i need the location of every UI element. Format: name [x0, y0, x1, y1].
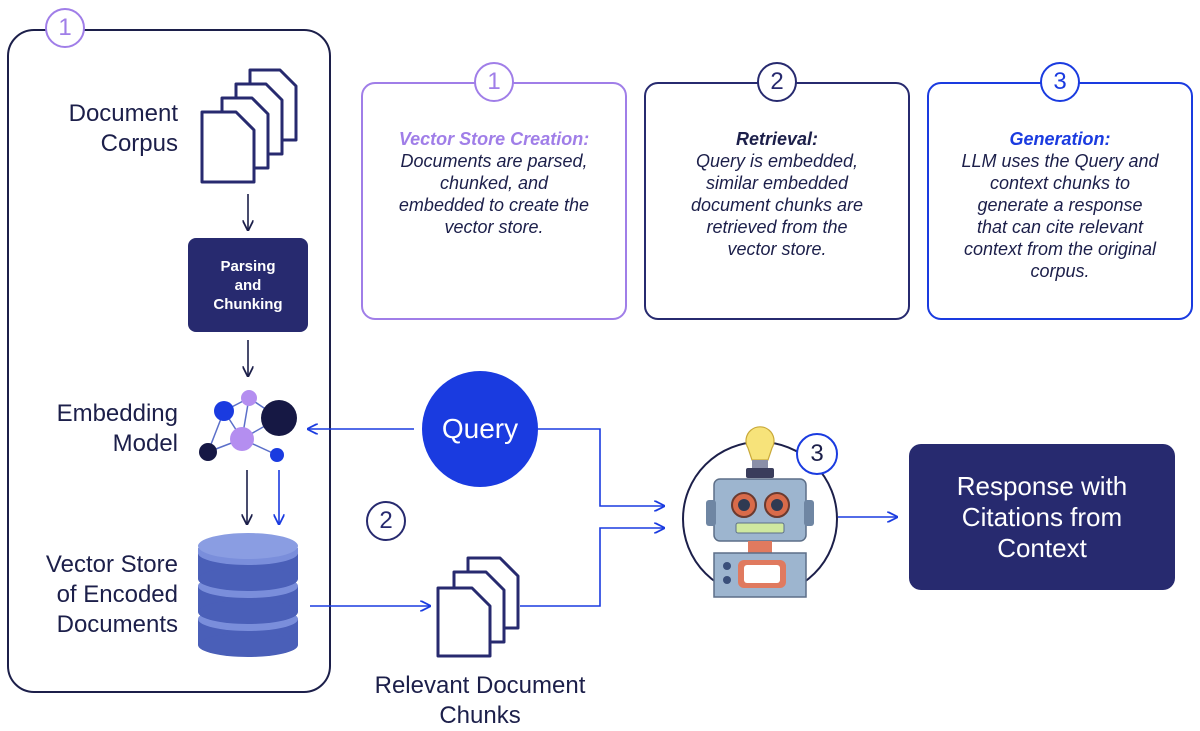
arrow-query-to-llm [538, 428, 664, 506]
card-vector-store-creation: Vector Store Creation: Documents are par… [361, 82, 627, 320]
document-stack-icon [200, 68, 298, 184]
card-title: Vector Store Creation: [398, 129, 590, 149]
network-icon [199, 390, 297, 462]
left-panel-border [7, 29, 331, 693]
embedding-model-label: Embedding Model [56, 400, 178, 457]
retrieval-step-badge: 2 [366, 501, 406, 541]
document-corpus-label: Document Corpus [68, 100, 178, 157]
card-1-step-badge: 1 [474, 62, 514, 102]
card-2-step-badge: 2 [757, 62, 797, 102]
card-title: Retrieval: [735, 129, 819, 149]
robot-icon [706, 426, 814, 598]
query-node: Query [422, 371, 538, 487]
query-label: Query [441, 413, 519, 444]
card-title: Generation: [1009, 129, 1111, 149]
relevant-chunks-label: Relevant Document Chunks [374, 672, 586, 729]
left-panel-step-number: 1 [58, 14, 72, 41]
arrow-chunks-to-llm [520, 528, 664, 607]
generation-step-badge: 3 [796, 433, 838, 475]
database-icon [198, 533, 298, 657]
response-box: Response with Citations from Context [909, 444, 1175, 590]
vector-store-label: Vector Store of Encoded Documents [45, 551, 178, 638]
chunks-stack-icon [436, 556, 520, 658]
card-generation: Generation: LLM uses the Query and conte… [927, 82, 1193, 320]
left-panel-step-badge: 1 [45, 8, 85, 48]
card-retrieval: Retrieval: Query is embedded, similar em… [644, 82, 910, 320]
card-3-step-badge: 3 [1040, 62, 1080, 102]
parsing-chunking-box: Parsing and Chunking [188, 238, 308, 332]
